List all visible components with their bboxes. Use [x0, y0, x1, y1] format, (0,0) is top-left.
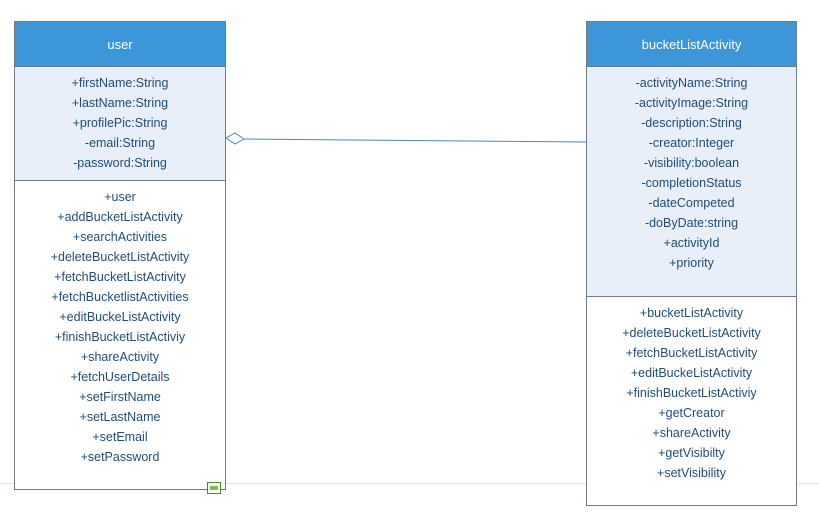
- method-row: +shareActivity: [652, 426, 731, 440]
- attribute-row: +firstName:String: [71, 76, 169, 90]
- attribute-row: -password:String: [73, 156, 167, 170]
- attribute-row: -completionStatus: [641, 176, 742, 190]
- association-line: [243, 138, 587, 143]
- method-row: +fetchBucketlistActivities: [51, 290, 189, 304]
- method-row: +setPassword: [80, 450, 160, 464]
- attribute-row: -email:String: [84, 136, 156, 150]
- method-row: +fetchUserDetails: [70, 370, 170, 384]
- resize-handle-icon[interactable]: [207, 482, 221, 494]
- attribute-row: +activityId: [663, 236, 720, 250]
- method-row: +searchActivities: [72, 230, 168, 244]
- canvas-page-boundary: [0, 483, 819, 484]
- class-name-bucketlistactivity: bucketListActivity: [587, 22, 796, 67]
- method-row: +getCreator: [658, 406, 725, 420]
- method-row: +bucketListActivity: [639, 306, 744, 320]
- class-box-bucketlistactivity[interactable]: bucketListActivity -activityName:String …: [586, 21, 797, 506]
- method-row: +fetchBucketListActivity: [54, 270, 186, 284]
- methods-compartment-user: +user +addBucketListActivity +searchActi…: [15, 181, 225, 467]
- method-row: +fetchBucketListActivity: [625, 346, 758, 360]
- method-row: +setVisibility: [657, 466, 726, 480]
- method-row: +editBuckeListActivity: [630, 366, 753, 380]
- methods-compartment-bucketlistactivity: +bucketListActivity +deleteBucketListAct…: [587, 297, 796, 483]
- method-row: +editBuckeListActivity: [59, 310, 181, 324]
- attribute-row: -dateCompeted: [648, 196, 735, 210]
- method-row: +finishBucketListActiviy: [626, 386, 757, 400]
- attribute-row: -creator:Integer: [648, 136, 735, 150]
- class-box-user[interactable]: user +firstName:String +lastName:String …: [14, 21, 226, 490]
- method-row: +getVisibilty: [658, 446, 725, 460]
- class-name-user: user: [15, 22, 225, 67]
- method-row: +deleteBucketListActivity: [50, 250, 190, 264]
- method-row: +shareActivity: [80, 350, 160, 364]
- attributes-compartment-bucketlistactivity: -activityName:String -activityImage:Stri…: [587, 67, 796, 297]
- method-row: +setFirstName: [79, 390, 161, 404]
- method-row: +deleteBucketListActivity: [622, 326, 761, 340]
- attribute-row: -doByDate:string: [644, 216, 739, 230]
- method-row: +setEmail: [92, 430, 148, 444]
- method-row: +finishBucketListActiviy: [54, 330, 186, 344]
- attribute-row: -activityName:String: [635, 76, 748, 90]
- attribute-row: -visibility:boolean: [643, 156, 740, 170]
- attribute-row: -description:String: [641, 116, 742, 130]
- attributes-compartment-user: +firstName:String +lastName:String +prof…: [15, 67, 225, 181]
- attribute-row: -activityImage:String: [634, 96, 749, 110]
- method-row: +user: [104, 190, 136, 204]
- aggregation-diamond: [225, 132, 245, 145]
- attribute-row: +profilePic:String: [72, 116, 168, 130]
- attribute-row: +lastName:String: [71, 96, 169, 110]
- method-row: +setLastName: [79, 410, 161, 424]
- attribute-row: +priority: [669, 256, 714, 270]
- method-row: +addBucketListActivity: [57, 210, 183, 224]
